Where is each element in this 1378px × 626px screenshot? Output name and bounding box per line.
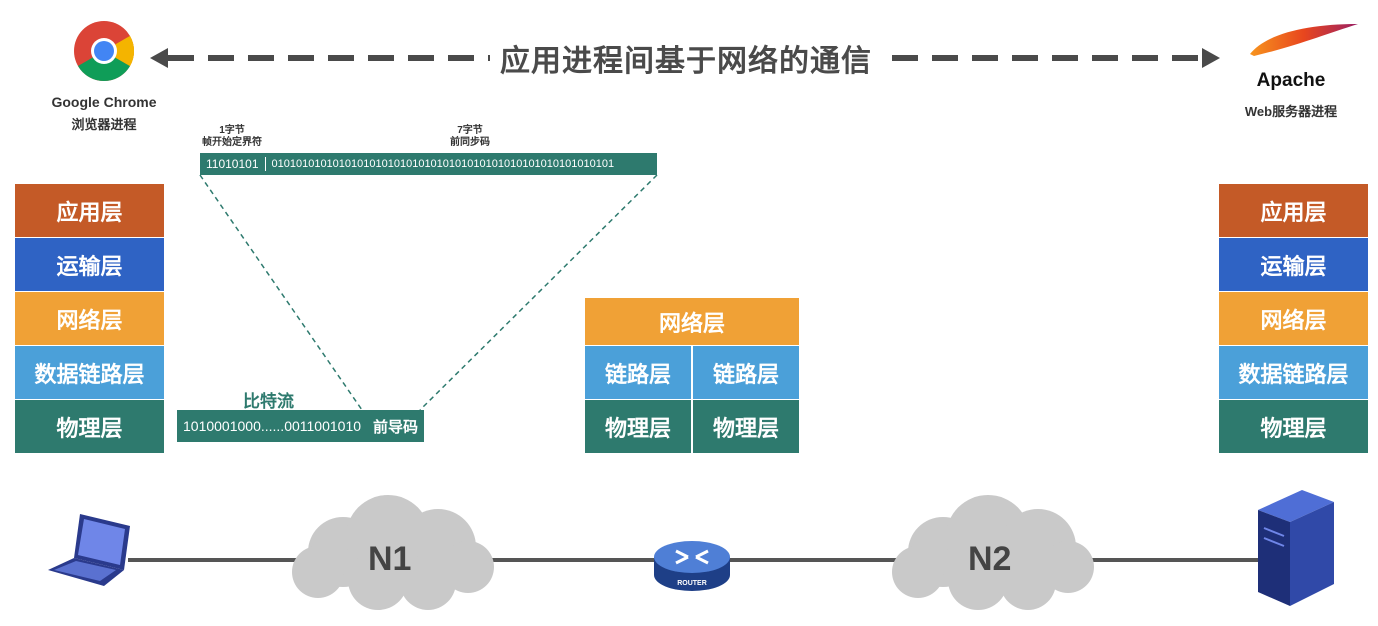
router-network-layer: 网络层 bbox=[585, 298, 799, 345]
cloud-n2-label: N2 bbox=[968, 540, 1012, 578]
preamble-bits: 0101010101010101010101010101010101010101… bbox=[271, 158, 615, 170]
page-title: 应用进程间基于网络的通信 bbox=[500, 45, 872, 78]
chrome-icon bbox=[74, 20, 135, 82]
frame-bits-bar: 11010101 0101010101010101010101010101010… bbox=[200, 153, 657, 175]
bitstream-tag: 前导码 bbox=[373, 418, 419, 436]
cloud-n1-icon bbox=[292, 495, 494, 610]
left-network-layer: 网络层 bbox=[15, 292, 164, 345]
apache-name: Apache bbox=[1256, 70, 1326, 91]
router-physical-layer-right: 物理层 bbox=[693, 400, 799, 453]
router-link-layer-right: 链路层 bbox=[693, 346, 799, 399]
cloud-n1-label: N1 bbox=[368, 540, 412, 578]
communication-arrow bbox=[150, 48, 1220, 68]
right-application-layer: 应用层 bbox=[1219, 184, 1368, 237]
apache-subtitle: Web服务器进程 bbox=[1244, 104, 1338, 119]
left-transport-layer: 运输层 bbox=[15, 238, 164, 291]
chrome-subtitle: 浏览器进程 bbox=[71, 117, 137, 132]
router-physical-layer-left: 物理层 bbox=[585, 400, 691, 453]
bitstream-bar: 1010001000......0011001010 前导码 bbox=[177, 410, 424, 442]
server-icon bbox=[1258, 490, 1334, 606]
router-label: ROUTER bbox=[677, 580, 707, 587]
left-physical-layer: 物理层 bbox=[15, 400, 164, 453]
right-network-layer: 网络层 bbox=[1219, 292, 1368, 345]
right-physical-layer: 物理层 bbox=[1219, 400, 1368, 453]
apache-feather-icon bbox=[1250, 24, 1358, 56]
bitstream-label: 比特流 bbox=[243, 392, 294, 411]
router-link-layer-left: 链路层 bbox=[585, 346, 691, 399]
chrome-name: Google Chrome bbox=[51, 94, 157, 110]
bitstream-bits: 1010001000......0011001010 bbox=[183, 418, 362, 434]
left-datalink-layer: 数据链路层 bbox=[15, 346, 164, 399]
left-application-layer: 应用层 bbox=[15, 184, 164, 237]
right-transport-layer: 运输层 bbox=[1219, 238, 1368, 291]
laptop-icon bbox=[48, 514, 130, 586]
router-icon bbox=[654, 541, 730, 591]
cloud-n2-icon bbox=[892, 495, 1094, 610]
preamble-size-label: 7字节 bbox=[457, 125, 483, 136]
preamble-name-label: 前同步码 bbox=[450, 137, 490, 148]
sfd-size-label: 1字节 bbox=[219, 125, 245, 136]
right-datalink-layer: 数据链路层 bbox=[1219, 346, 1368, 399]
sfd-name-label: 帧开始定界符 bbox=[202, 137, 262, 148]
sfd-bits: 11010101 bbox=[200, 157, 266, 171]
